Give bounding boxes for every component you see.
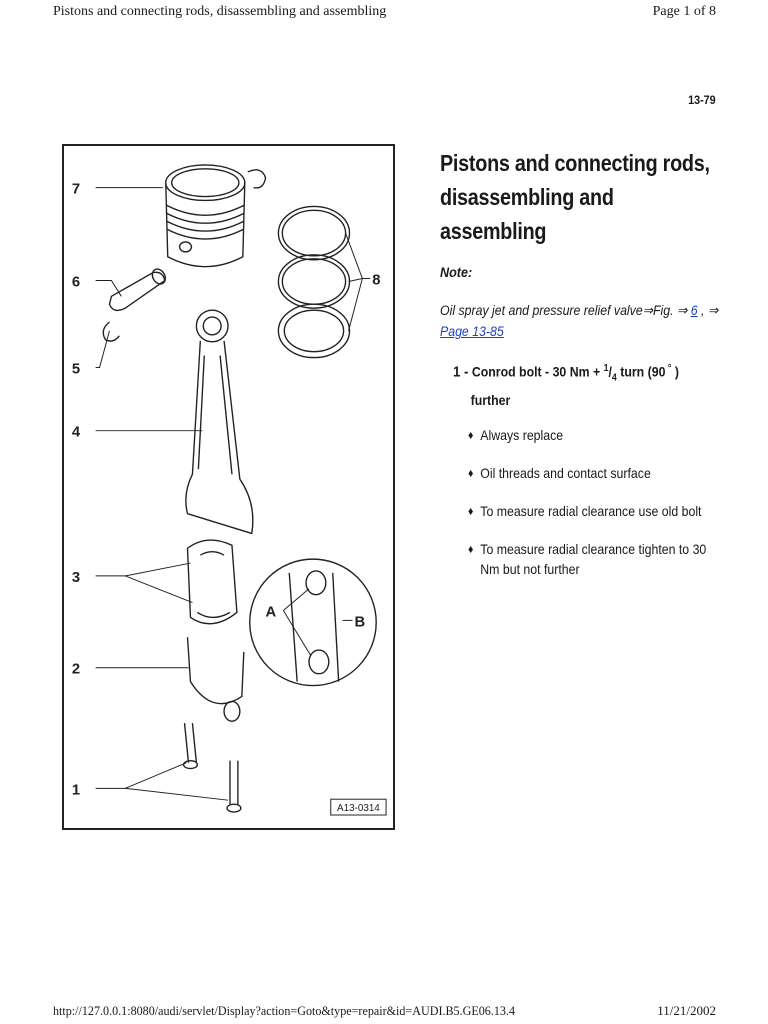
list-item: 1 - Conrod bolt - 30 Nm + 1/4 turn (90 °… (453, 358, 733, 597)
detail-label-b: B (354, 614, 365, 630)
content-column: Pistons and connecting rods, disassembli… (440, 146, 730, 342)
exploded-view-drawing: 7 6 5 4 3 2 1 8 A B A13-0314 (72, 164, 387, 816)
callout-2: 2 (72, 662, 80, 678)
figure-id-box (330, 798, 387, 816)
piston-crown (165, 164, 246, 202)
diamond-bullet-icon: ♦ (467, 428, 474, 443)
item-heading: 1 - Conrod bolt - 30 Nm + 1/4 turn (90 °… (453, 358, 717, 411)
leader-lines (95, 187, 371, 801)
fraction-denominator: 4 (611, 372, 617, 384)
bullet-list: ♦ Always replace ♦ Oil threads and contact… (453, 425, 733, 579)
circlip-top (247, 169, 267, 189)
item-number: 1 - (453, 363, 469, 381)
piston-body (165, 182, 246, 268)
page-title: Pistons and connecting rods, disassembli… (440, 146, 715, 248)
page-title-line-2: disassembling and assembling (440, 184, 614, 244)
connecting-rod (185, 309, 254, 535)
figure-id: A13-0314 (337, 803, 380, 814)
callout-1: 1 (72, 782, 80, 798)
callout-6: 6 (72, 274, 80, 290)
bearing-cap (186, 637, 245, 705)
header-title: Pistons and connecting rods, disassembli… (53, 4, 387, 19)
bullet-text: To measure radial clearance use old bolt (480, 503, 702, 520)
note-body: Oil spray jet and pressure relief valve⇒… (440, 302, 691, 318)
figure-6-link[interactable]: 6 (690, 302, 698, 318)
circlip-left (102, 321, 120, 342)
bullet-item: ♦ To measure radial clearance use old bol… (453, 501, 708, 521)
page-13-85-link[interactable]: Page 13-85 (440, 323, 504, 339)
page-title-line-1: Pistons and connecting rods, (440, 150, 710, 176)
piston-rings (277, 205, 351, 359)
page-reference: 13-79 (688, 93, 716, 107)
detail-label-a: A (266, 604, 277, 620)
callout-4: 4 (72, 425, 81, 441)
gudgeon-pin (108, 271, 166, 312)
diamond-bullet-icon: ♦ (467, 504, 474, 519)
item-text-b: turn (90 (616, 363, 666, 380)
note-text: Oil spray jet and pressure relief valve⇒… (440, 300, 722, 342)
callout-7: 7 (72, 182, 80, 198)
bearing-shells (186, 539, 238, 625)
callout-8: 8 (372, 272, 380, 288)
conrod-bolts (182, 723, 242, 813)
diamond-bullet-icon: ♦ (467, 542, 474, 557)
bullet-text: Oil threads and contact surface (480, 465, 651, 482)
diamond-bullet-icon: ♦ (467, 466, 474, 481)
item-text-a: Conrod bolt - 30 Nm + (468, 363, 604, 380)
exploded-view-figure: 7 6 5 4 3 2 1 8 A B A13-0314 (62, 144, 395, 830)
bullet-text: To measure radial clearance tighten to 3… (480, 541, 707, 578)
bullet-text: Always replace (480, 427, 564, 444)
bullet-item: ♦ Oil threads and contact surface (453, 463, 708, 483)
bullet-item: ♦ To measure radial clearance tighten to … (453, 539, 708, 579)
fraction-separator: / (608, 363, 612, 380)
footer-url: http://127.0.0.1:8080/audi/servlet/Displ… (53, 1003, 516, 1018)
footer-date: 11/21/2002 (657, 1003, 716, 1018)
fraction-numerator: 1 (603, 363, 609, 374)
page-indicator: Page 1 of 8 (652, 4, 716, 19)
callout-3: 3 (72, 570, 80, 586)
note-separator: , ⇒ (697, 302, 719, 318)
item-text-c: ) (671, 363, 679, 380)
note-label: Note: (440, 264, 473, 280)
detail-view-circle (249, 558, 377, 687)
bullet-item: ♦ Always replace (453, 425, 708, 445)
degree-sign: ° (665, 363, 672, 374)
callout-5: 5 (72, 361, 80, 377)
item-text-continued: further (470, 392, 511, 409)
